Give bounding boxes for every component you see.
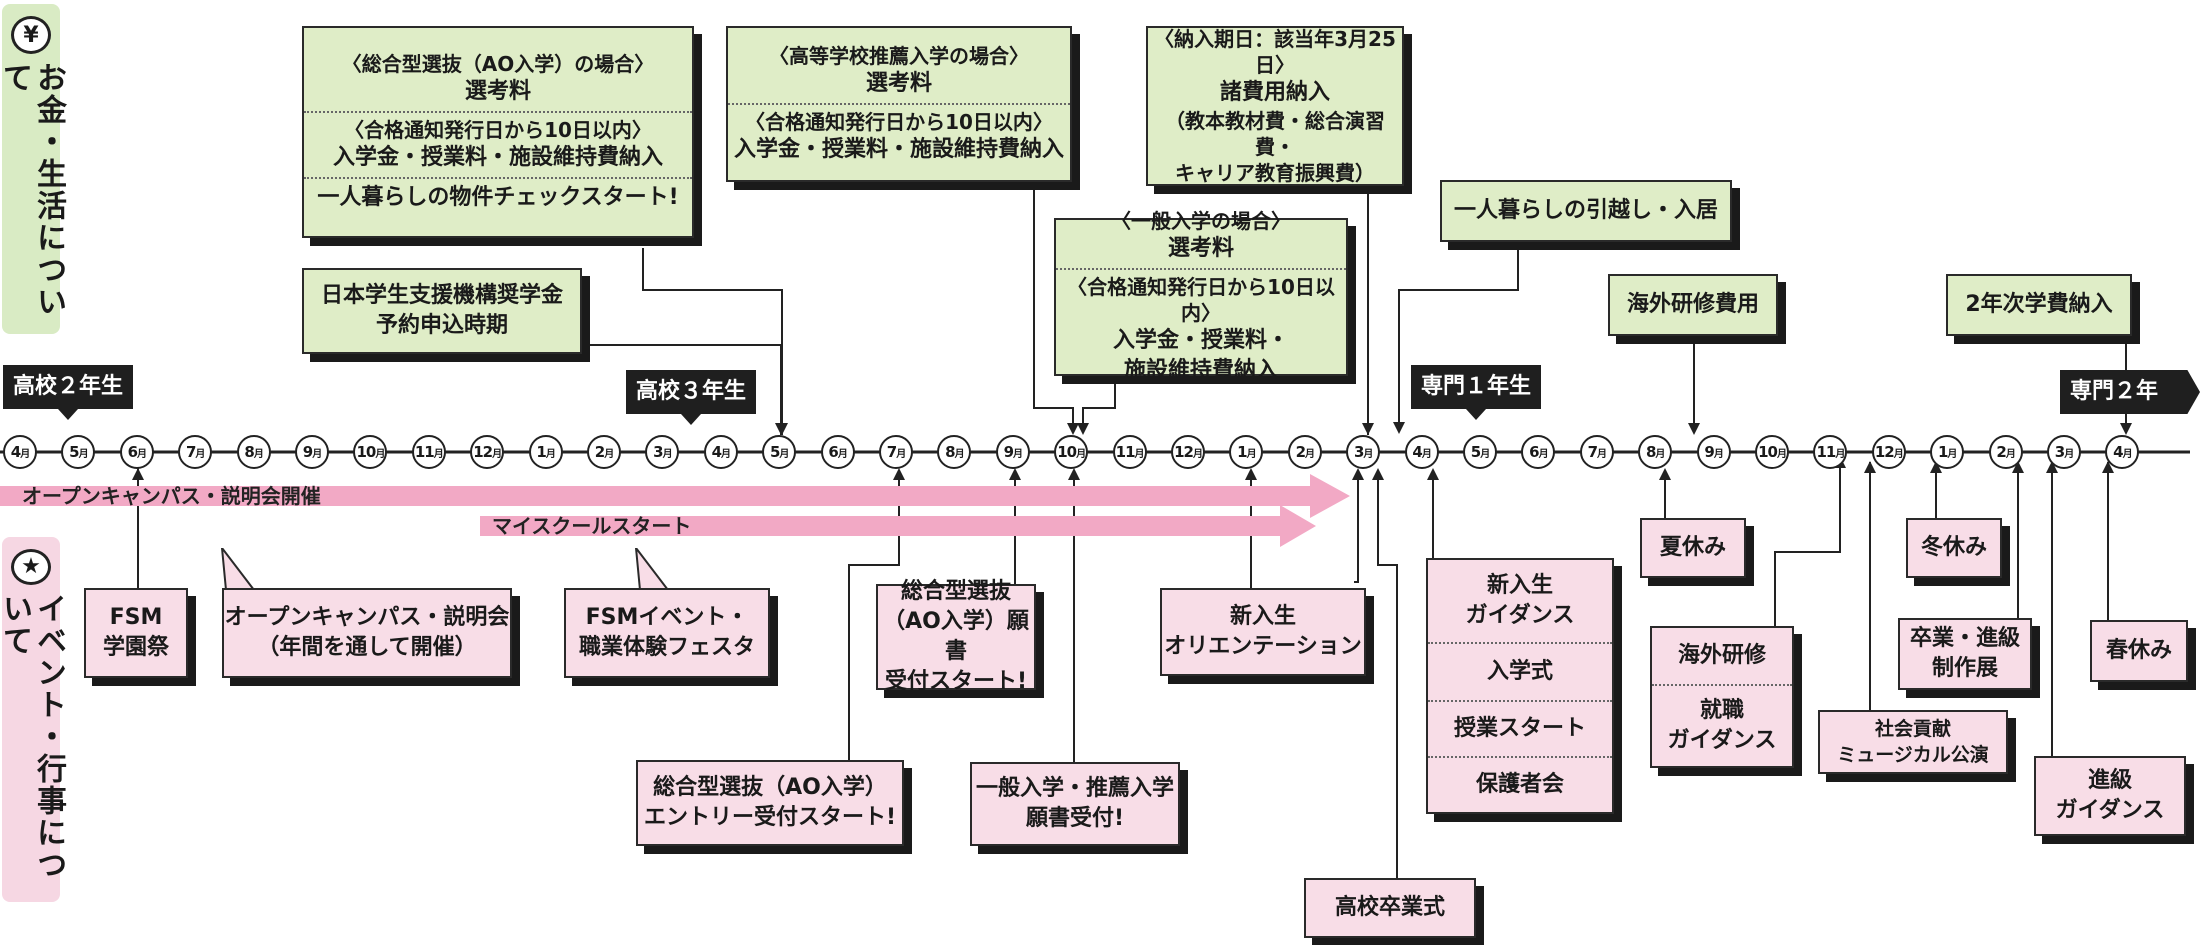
marker-high2: 高校２年生 [3,365,134,420]
yen-icon: ¥ [11,16,51,55]
oc-bubble-tail [220,548,257,591]
event-side-label: ★ イベント・行事について [0,537,66,902]
open-campus-arrow [0,474,1350,518]
money-gakuhi2-box: 2年次学費納入 [1946,274,2132,336]
event-sotsuten: 卒業・進級 制作展 [1898,618,2032,690]
event-nyugaku: 新入生ガイダンス 入学式 授業スタート 保護者会 [1426,558,1614,814]
event-kaigai: 海外研修 就職ガイダンス [1650,626,1794,768]
money-ao-box: 〈総合型選抜（AO入学）の場合〉選考料 〈合格通知発行日から10日以内〉入学金・… [302,26,694,238]
marker-senmon2: 専門２年生 [2060,370,2200,414]
fsm-event-tail [634,548,671,591]
marker-senmon1: 専門１年生 [1411,365,1542,420]
event-orientation: 新入生 オリエンテーション [1160,588,1366,676]
event-sotsugyo: 高校卒業式 [1304,878,1476,938]
money-side-label: ¥ お金・生活について [0,4,66,334]
myschool-arrow-label: マイスクールスタート [492,514,692,538]
money-hikkoshi-box: 一人暮らしの引越し・入居 [1440,180,1732,242]
event-shakai: 社会貢献 ミュージカル公演 [1818,710,2008,774]
money-nonyu-box: 〈納入期日：該当年3月25日〉 諸費用納入 （教本教材費・総合演習費・ キャリア… [1146,26,1404,186]
event-ippan-gansho: 一般入学・推薦入学 願書受付! [970,762,1180,846]
myschool-arrow [480,505,1316,547]
marker-high3: 高校３年生 [626,370,757,425]
money-jasso-box: 日本学生支援機構奨学金 予約申込時期 [302,268,582,354]
event-fsm-event: FSMイベント・ 職業体験フェスタ [564,588,770,678]
event-shinkyu: 進級 ガイダンス [2034,756,2186,836]
money-suisen-box: 〈高等学校推薦入学の場合〉選考料 〈合格通知発行日から10日以内〉入学金・授業料… [726,26,1072,182]
money-ippan-box: 〈一般入学の場合〉選考料 〈合格通知発行日から10日以内〉入学金・授業料・施設維… [1054,209,1348,383]
event-ao-entry: 総合型選抜（AO入学） エントリー受付スタート! [636,760,904,846]
event-haru: 春休み [2090,620,2188,682]
event-ao-gansho: 総合型選抜 （AO入学）願書 受付スタート! [876,579,1036,694]
event-fuyu: 冬休み [1906,518,2002,578]
star-icon: ★ [11,549,51,585]
event-oc-bubble: オープンキャンパス・説明会 （年間を通して開催） [222,588,512,678]
money-kaigai-box: 海外研修費用 [1608,274,1778,336]
event-fsm-fest: FSM 学園祭 [84,588,188,678]
open-campus-arrow-label: オープンキャンパス・説明会開催 [22,484,321,508]
event-natsu: 夏休み [1640,518,1746,578]
